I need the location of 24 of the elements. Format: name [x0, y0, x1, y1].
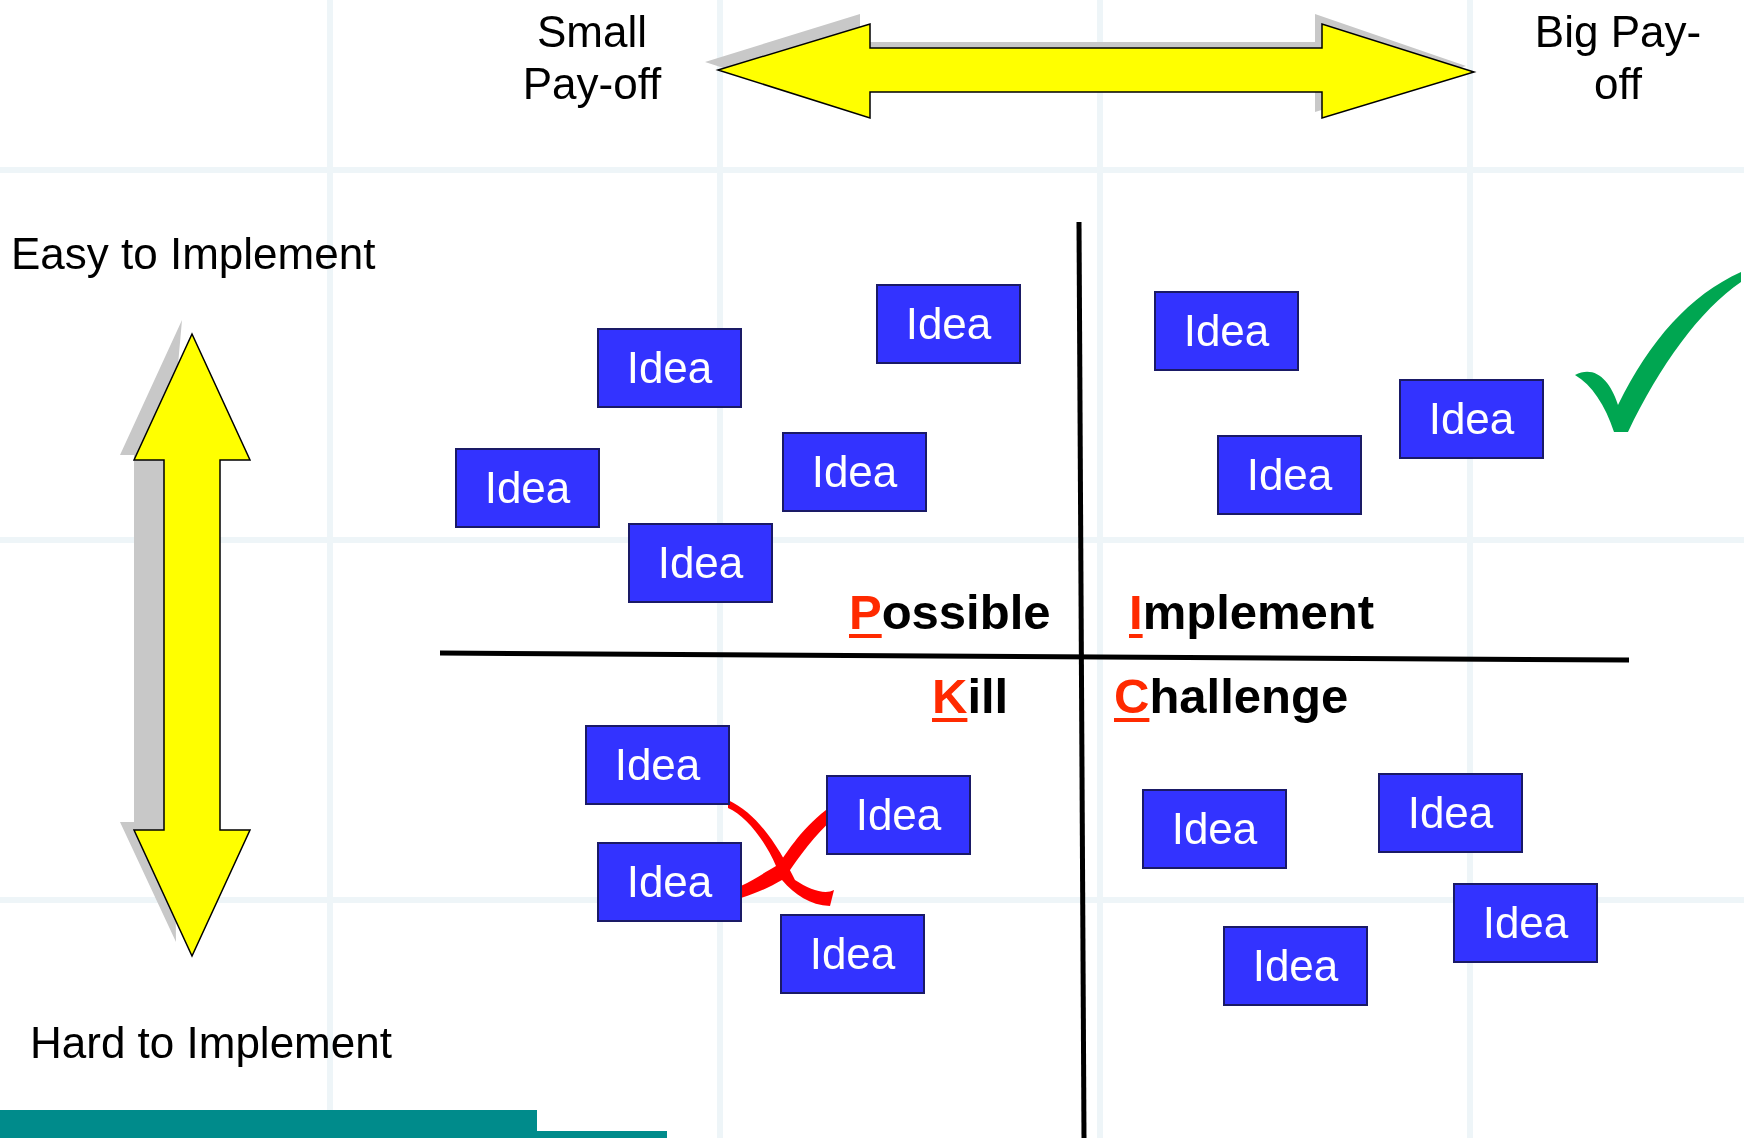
idea-box: Idea — [628, 523, 773, 603]
idea-box: Idea — [826, 775, 971, 855]
idea-box: Idea — [1453, 883, 1598, 963]
idea-box: Idea — [1223, 926, 1368, 1006]
idea-box: Idea — [876, 284, 1021, 364]
idea-box: Idea — [1154, 291, 1299, 371]
quadrant-label: Possible — [849, 585, 1051, 639]
idea-box: Idea — [1399, 379, 1544, 459]
quadrant-label: Implement — [1129, 585, 1375, 639]
idea-box: Idea — [1378, 773, 1523, 853]
axis-label: Small Pay-off — [521, 6, 663, 110]
quadrant-label: Kill — [932, 669, 1009, 723]
axis-label: Big Pay-off — [1533, 6, 1703, 110]
idea-box: Idea — [597, 842, 742, 922]
idea-box: Idea — [1217, 435, 1362, 515]
idea-box: Idea — [1142, 789, 1287, 869]
idea-box: Idea — [782, 432, 927, 512]
idea-box: Idea — [455, 448, 600, 528]
idea-box: Idea — [597, 328, 742, 408]
idea-box: Idea — [585, 725, 730, 805]
quadrant-label: Challenge — [1114, 669, 1349, 723]
idea-box: Idea — [780, 914, 925, 994]
axis-label: Hard to Implement — [30, 1018, 392, 1067]
axis-label: Easy to Implement — [11, 229, 376, 278]
